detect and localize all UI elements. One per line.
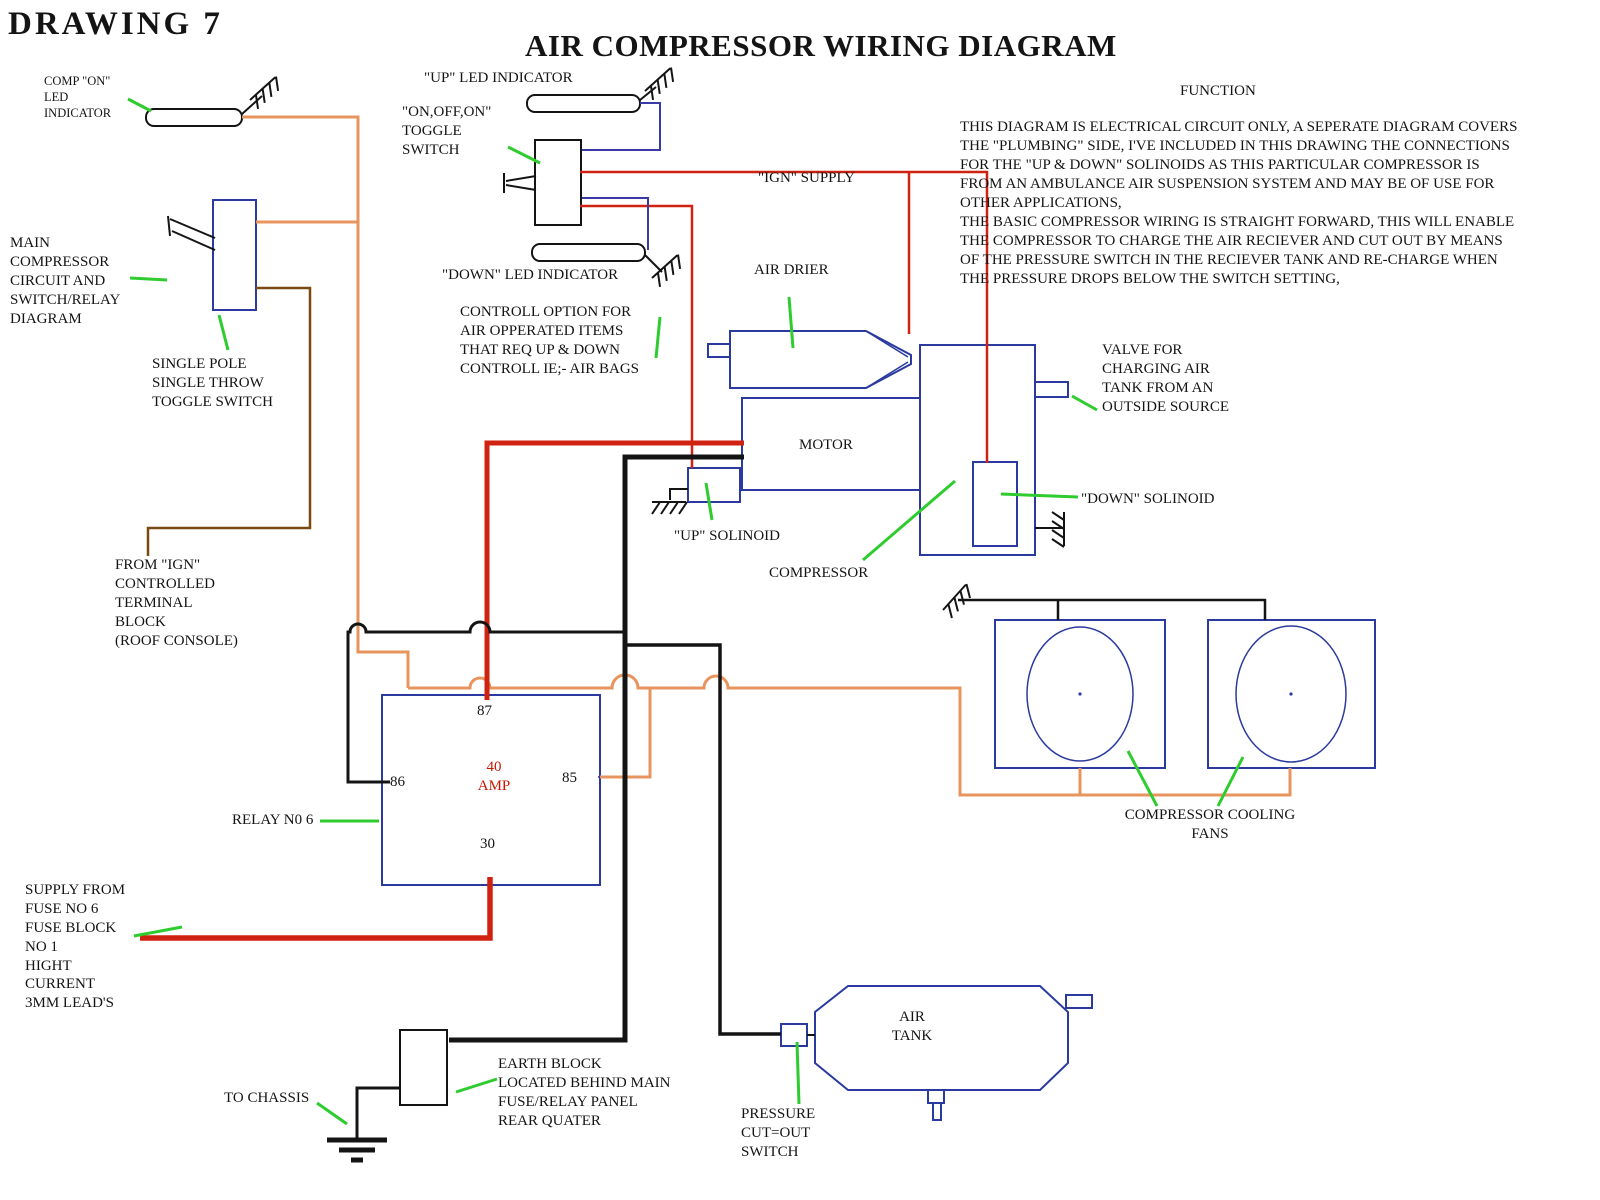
- label-from-ign: FROM "IGN" CONTROLLED TERMINAL BLOCK (RO…: [115, 557, 238, 649]
- wire-orange-led-to-relay: [242, 115, 410, 688]
- down-solenoid-box: [972, 461, 1018, 547]
- label-ign-supply: "IGN" SUPPLY: [758, 170, 856, 186]
- label-air-drier: AIR DRIER: [754, 262, 829, 278]
- relay-box: [374, 694, 608, 886]
- annotation-arrows: [127, 97, 1245, 1126]
- ground-icon: [942, 583, 971, 619]
- function-paragraph: THIS DIAGRAM IS ELECTRICAL CIRCUIT ONLY,…: [960, 119, 1518, 288]
- wire-orange-pin85: [600, 688, 652, 779]
- arrow-toggle-switch: [507, 145, 541, 165]
- charging-valve: [1034, 381, 1069, 398]
- relay-pin-87: 87: [477, 703, 492, 719]
- arrow-controll-option: [654, 316, 662, 359]
- wire-blue-up-led: [582, 102, 661, 151]
- label-up-led: "UP" LED INDICATOR: [424, 70, 573, 86]
- arrow-compressor: [862, 479, 956, 562]
- wires: [140, 102, 1292, 1043]
- label-relay: RELAY N0 6: [232, 812, 314, 828]
- components: [145, 94, 1376, 1121]
- on-off-on-toggle-switch: [503, 139, 582, 226]
- wire-blue-down-led: [582, 197, 649, 250]
- up-solenoid-box: [687, 467, 741, 503]
- label-to-chassis: TO CHASSIS: [224, 1090, 310, 1106]
- relay-pin-85: 85: [562, 770, 577, 786]
- ground-icon: [249, 76, 280, 110]
- toggle-lever: [503, 173, 537, 193]
- spst-lever: [167, 215, 216, 251]
- label-up-solenoid: "UP" SOLINOID: [674, 528, 780, 544]
- label-down-solenoid: "DOWN" SOLINOID: [1081, 491, 1215, 507]
- up-led-shape: [526, 94, 641, 113]
- wire-red-ign-to-down-solenoid: [580, 170, 989, 463]
- wire-black-fans-ground: [958, 598, 1267, 620]
- down-led-shape: [531, 243, 646, 262]
- arrow-earth-block: [455, 1077, 498, 1094]
- air-drier-stub: [707, 343, 731, 358]
- label-motor: MOTOR: [799, 437, 853, 453]
- label-down-led: "DOWN" LED INDICATOR: [442, 267, 619, 283]
- arrow-spst: [217, 314, 230, 351]
- label-spst: SINGLE POLE SINGLE THROW TOGGLE SWITCH: [152, 356, 273, 410]
- wire-red-to-up-solenoid: [580, 204, 694, 468]
- wire-black-motor-to-earth: [449, 454, 744, 1043]
- spst-toggle-switch: [167, 199, 257, 311]
- wire-red-pin87-to-motor: [484, 440, 744, 700]
- arrow-valve: [1071, 394, 1098, 412]
- arrow-main-circuit: [129, 276, 168, 282]
- arrow-up-solenoid: [704, 482, 714, 521]
- earth-block-shape: [399, 1029, 448, 1106]
- relay-pin-86: 86: [390, 774, 405, 790]
- cooling-fan-right: [1207, 619, 1376, 769]
- drawing-number: DRAWING 7: [8, 6, 223, 42]
- label-toggle-switch: "ON,OFF,ON" TOGGLE SWITCH: [402, 104, 492, 158]
- label-valve: VALVE FOR CHARGING AIR TANK FROM AN OUTS…: [1102, 342, 1230, 415]
- arrow-comp-on-led: [127, 97, 152, 113]
- label-cooling-fans: COMPRESSOR COOLING FANS: [1124, 807, 1296, 842]
- comp-on-led-shape: [145, 108, 243, 127]
- label-comp-on-led: COMP "ON" LED INDICATOR: [44, 74, 112, 120]
- cooling-fan-left: [994, 619, 1166, 769]
- label-compressor: COMPRESSOR: [769, 565, 869, 581]
- arrow-fans-left: [1126, 750, 1159, 807]
- function-heading: FUNCTION: [1180, 83, 1256, 99]
- label-supply: SUPPLY FROM FUSE NO 6 FUSE BLOCK NO 1 HI…: [25, 882, 126, 1012]
- label-earth-block: EARTH BLOCK LOCATED BEHIND MAIN FUSE/REL…: [498, 1056, 671, 1129]
- fan-blade-circle: [1026, 626, 1134, 762]
- label-controll-option: CONTROLL OPTION FOR AIR OPPERATED ITEMS …: [460, 304, 640, 377]
- air-tank-shape: [814, 985, 1093, 1121]
- arrow-pressure-switch: [795, 1041, 801, 1105]
- ground-icon: [644, 67, 675, 101]
- ground-icon: [651, 501, 688, 515]
- arrow-fans-right: [1216, 756, 1245, 807]
- page-title: AIR COMPRESSOR WIRING DIAGRAM: [525, 28, 1117, 63]
- wire-orange-to-fans: [408, 673, 1292, 797]
- ground-icon: [651, 254, 682, 288]
- arrow-air-drier: [787, 296, 795, 349]
- tank-drain: [927, 1089, 945, 1104]
- fan-blade-circle: [1235, 625, 1347, 763]
- air-drier-shape: [707, 330, 912, 389]
- label-air-tank: AIR TANK: [891, 1009, 933, 1044]
- ground-symbols: [241, 67, 1065, 1163]
- relay-pin-30: 30: [480, 836, 495, 852]
- arrow-down-solenoid: [1000, 492, 1079, 499]
- chassis-ground-icon: [327, 1086, 400, 1163]
- arrow-supply: [133, 925, 183, 938]
- arrow-to-chassis: [316, 1101, 348, 1126]
- label-pressure-switch: PRESSURE CUT=OUT SWITCH: [741, 1106, 816, 1160]
- tank-inlet-stub: [1065, 994, 1093, 1009]
- wire-black-to-pressure-switch: [625, 643, 781, 1036]
- wire-brown-ign-terminal-block: [146, 286, 312, 556]
- label-main-circuit: MAIN COMPRESSOR CIRCUIT AND SWITCH/RELAY…: [10, 235, 121, 327]
- wire-red-pin30-supply: [140, 877, 493, 941]
- ground-icon: [1051, 511, 1065, 548]
- wire-black-pin86-earth: [346, 620, 625, 784]
- relay-rating: 40 AMP: [477, 759, 511, 794]
